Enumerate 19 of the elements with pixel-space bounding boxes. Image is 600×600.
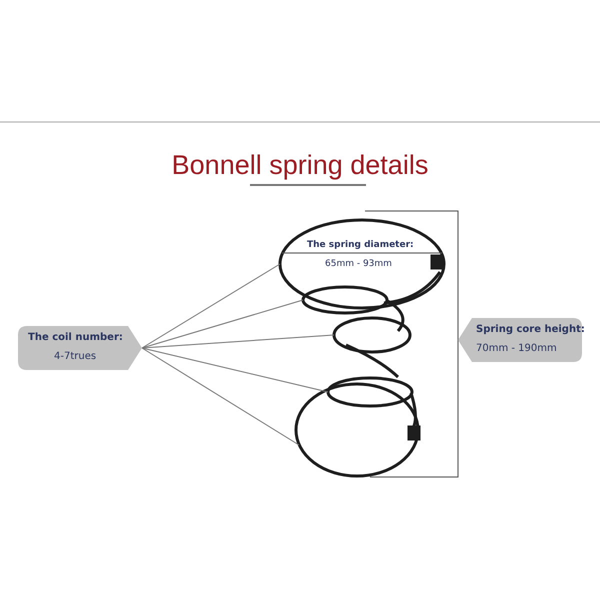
callout-bubble — [18, 326, 142, 370]
callout-heading: Spring core height: — [476, 324, 585, 335]
leader-line — [142, 348, 328, 392]
spring-coil — [302, 286, 404, 332]
callout-value: 4-7trues — [54, 351, 96, 362]
leader-line — [142, 334, 334, 348]
leader-line — [142, 264, 280, 348]
dimension-value: 65mm - 93mm — [325, 259, 392, 269]
callout-value: 70mm - 190mm — [476, 343, 557, 354]
spring-coil — [278, 218, 446, 310]
title: Bonnell spring details — [172, 150, 428, 180]
leader-line — [142, 348, 300, 446]
spring-coil — [326, 376, 417, 426]
dimension-heading: The spring diameter: — [307, 240, 414, 250]
callout-heading: The coil number: — [28, 332, 123, 343]
callout-bubble — [458, 318, 582, 362]
spring-coil — [332, 316, 412, 378]
spring-coil — [294, 382, 420, 478]
leader-line — [142, 300, 304, 348]
